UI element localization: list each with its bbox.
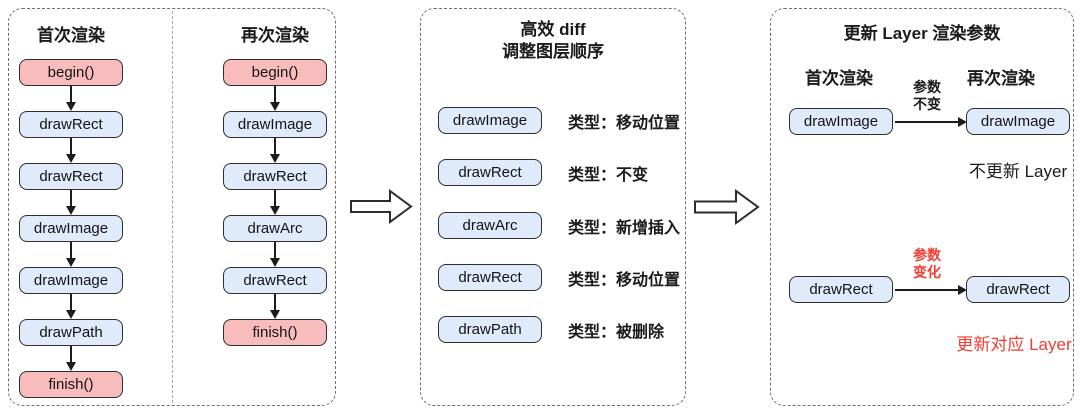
diff-type-label: 类型：移动位置 [568,114,681,132]
diff-row: drawArc 类型：新增插入 [438,212,680,239]
diff-row: drawRect 类型：不变 [438,159,648,186]
flow-box-finish: finish() [223,319,327,346]
diff-row: drawImage 类型：移动位置 [438,107,680,134]
down-arrow [269,242,281,267]
flow-box-drawrect: drawRect [223,267,327,294]
no-update-layer-note: 不更新 Layer [968,162,1068,181]
right-arrow [895,289,958,291]
down-arrow [65,294,77,319]
flow-box-drawimage: drawImage [19,267,123,294]
flow-box-drawrect: drawRect [223,163,327,190]
diff-row: drawRect 类型：移动位置 [438,264,680,291]
second-render-header: 再次渲染 [967,69,1035,88]
update-layer-note: 更新对应 Layer [956,335,1072,354]
down-arrow [65,242,77,267]
flow-box-begin: begin() [19,59,123,86]
flow-box-drawrect: drawRect [19,111,123,138]
layer-box-drawrect-after: drawRect [966,276,1070,303]
panel-diff-result: 高效 diff 调整图层顺序 drawImage 类型：移动位置 drawRec… [420,8,686,406]
update-layer-title: 更新 Layer 渲染参数 [843,24,1001,43]
down-arrow [65,138,77,163]
big-right-arrow-2 [694,189,760,225]
diff-row: drawPath 类型：被删除 [438,316,664,343]
panel-update-layer-params: 更新 Layer 渲染参数 首次渲染 再次渲染 drawImage 参数 不变 … [770,8,1074,406]
diff-box-drawimage: drawImage [438,107,542,134]
diff-type-label: 类型：不变 [568,166,649,184]
column-divider [172,11,173,403]
down-arrow [65,190,77,215]
down-arrow [269,190,281,215]
right-arrow [895,121,958,123]
params-unchanged-label: 参数 不变 [913,79,941,112]
diff-box-drawarc: drawArc [438,212,542,239]
layer-box-drawrect-before: drawRect [789,276,893,303]
diff-box-drawpath: drawPath [438,316,542,343]
diff-box-drawrect: drawRect [438,159,542,186]
down-arrow [65,86,77,111]
flow-box-drawimage: drawImage [223,111,327,138]
diff-type-label: 类型：移动位置 [568,271,681,289]
big-right-arrow-1 [350,189,413,224]
layer-box-drawimage-before: drawImage [789,108,893,135]
params-changed-label: 参数 变化 [913,247,941,280]
down-arrow [269,294,281,319]
diff-type-label: 类型：被删除 [568,323,665,341]
flow-box-drawimage: drawImage [19,215,123,242]
second-render-title: 再次渲染 [241,26,309,45]
first-render-header: 首次渲染 [805,69,873,88]
second-render-column: 再次渲染 begin() drawImage drawRect drawArc … [223,19,327,346]
panel-render-command-lists: 首次渲染 begin() drawRect drawRect drawImage… [8,8,336,406]
down-arrow [65,346,77,371]
down-arrow [269,138,281,163]
diff-type-label: 类型：新增插入 [568,219,681,237]
flow-box-drawrect: drawRect [19,163,123,190]
diff-title: 高效 diff 调整图层顺序 [502,20,604,62]
down-arrow [269,86,281,111]
flow-box-drawarc: drawArc [223,215,327,242]
flow-box-drawpath: drawPath [19,319,123,346]
first-render-column: 首次渲染 begin() drawRect drawRect drawImage… [19,19,123,398]
diff-box-drawrect: drawRect [438,264,542,291]
flow-box-finish: finish() [19,371,123,398]
flow-box-begin: begin() [223,59,327,86]
first-render-title: 首次渲染 [37,26,105,45]
layer-box-drawimage-after: drawImage [966,108,1070,135]
